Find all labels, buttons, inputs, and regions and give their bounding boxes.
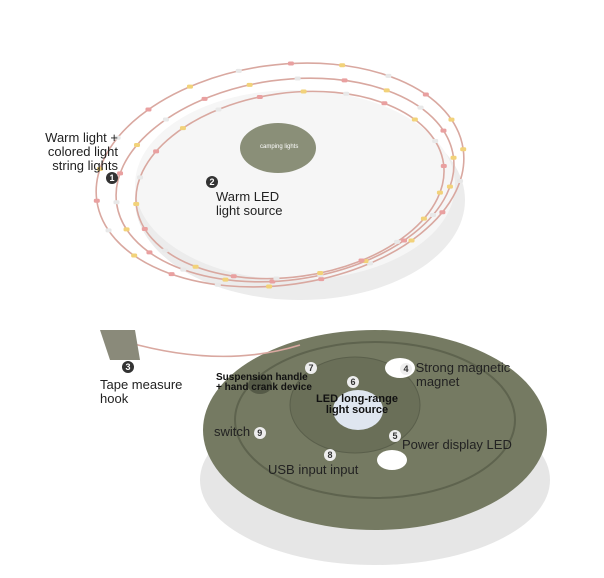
label-suspension: Suspension handle+ hand crank device	[216, 372, 312, 393]
led-bead	[162, 248, 169, 253]
led-bead	[146, 250, 153, 255]
led-bead	[460, 147, 467, 152]
marker-3: 3	[122, 361, 134, 373]
led-bead	[137, 175, 144, 180]
led-bead	[192, 264, 199, 269]
led-bead	[300, 89, 307, 94]
led-bead	[385, 73, 392, 78]
led-bead	[131, 253, 138, 258]
led-bead	[450, 155, 457, 160]
led-bead	[273, 276, 280, 281]
led-bead	[343, 91, 350, 96]
led-bead	[401, 238, 408, 243]
led-bead	[436, 190, 443, 195]
led-bead	[168, 272, 175, 277]
led-bead	[417, 105, 424, 110]
led-bead	[153, 149, 160, 154]
label-usb: USB input input	[268, 462, 359, 477]
marker-1: 1	[106, 172, 118, 184]
led-bead	[162, 117, 169, 122]
led-bead	[358, 258, 365, 263]
led-bead	[230, 274, 237, 279]
led-bead	[420, 216, 427, 221]
led-bead	[186, 84, 193, 89]
led-bead	[222, 277, 229, 282]
led-bead	[429, 213, 436, 218]
led-bead	[117, 171, 124, 176]
led-bead	[93, 198, 100, 203]
led-bead	[145, 107, 152, 112]
led-bead	[394, 239, 401, 244]
led-bead	[294, 76, 301, 81]
led-bead	[339, 63, 346, 68]
marker-6: 6	[347, 376, 359, 388]
led-bead	[287, 61, 294, 66]
label-power-led: Power display LED	[402, 437, 512, 452]
led-bead	[180, 267, 187, 272]
led-bead	[179, 126, 186, 131]
led-bead	[266, 284, 273, 289]
led-bead	[367, 261, 374, 266]
led-bead	[269, 279, 276, 284]
led-bead	[133, 201, 140, 206]
led-bead	[318, 277, 325, 282]
led-bead	[214, 282, 221, 287]
led-bead	[141, 227, 148, 232]
led-bead	[341, 78, 348, 83]
lamp-dome	[135, 90, 455, 280]
led-bead	[383, 88, 390, 93]
led-bead	[256, 94, 263, 99]
led-bead	[123, 227, 130, 232]
led-bead	[422, 92, 429, 97]
logo-badge	[240, 123, 316, 173]
led-bead	[440, 128, 447, 133]
led-bead	[317, 271, 324, 276]
led-bead	[246, 82, 253, 87]
tape-measure-hook	[100, 330, 140, 360]
led-bead	[446, 184, 453, 189]
marker-5: 5	[389, 430, 401, 442]
led-bead	[114, 135, 121, 140]
led-bead	[457, 178, 464, 183]
led-bead	[215, 107, 222, 112]
led-lens	[333, 390, 383, 430]
led-bead	[411, 117, 418, 122]
led-bead	[439, 210, 446, 215]
led-bead	[201, 96, 208, 101]
led-bead	[235, 68, 242, 73]
led-bead	[408, 238, 415, 243]
led-bead	[432, 138, 439, 143]
led-bead	[381, 101, 388, 106]
marker-7: 7	[305, 362, 317, 374]
logo-text: camping lights	[260, 144, 299, 150]
label-switch: switch 9	[214, 425, 266, 439]
led-bead	[113, 200, 120, 205]
led-bead	[134, 142, 141, 147]
led-bead	[105, 228, 112, 233]
marker-2: 2	[206, 176, 218, 188]
led-bead	[448, 117, 455, 122]
led-bead	[96, 167, 103, 172]
led-bead	[440, 164, 447, 169]
marker-8: 8	[324, 449, 336, 461]
